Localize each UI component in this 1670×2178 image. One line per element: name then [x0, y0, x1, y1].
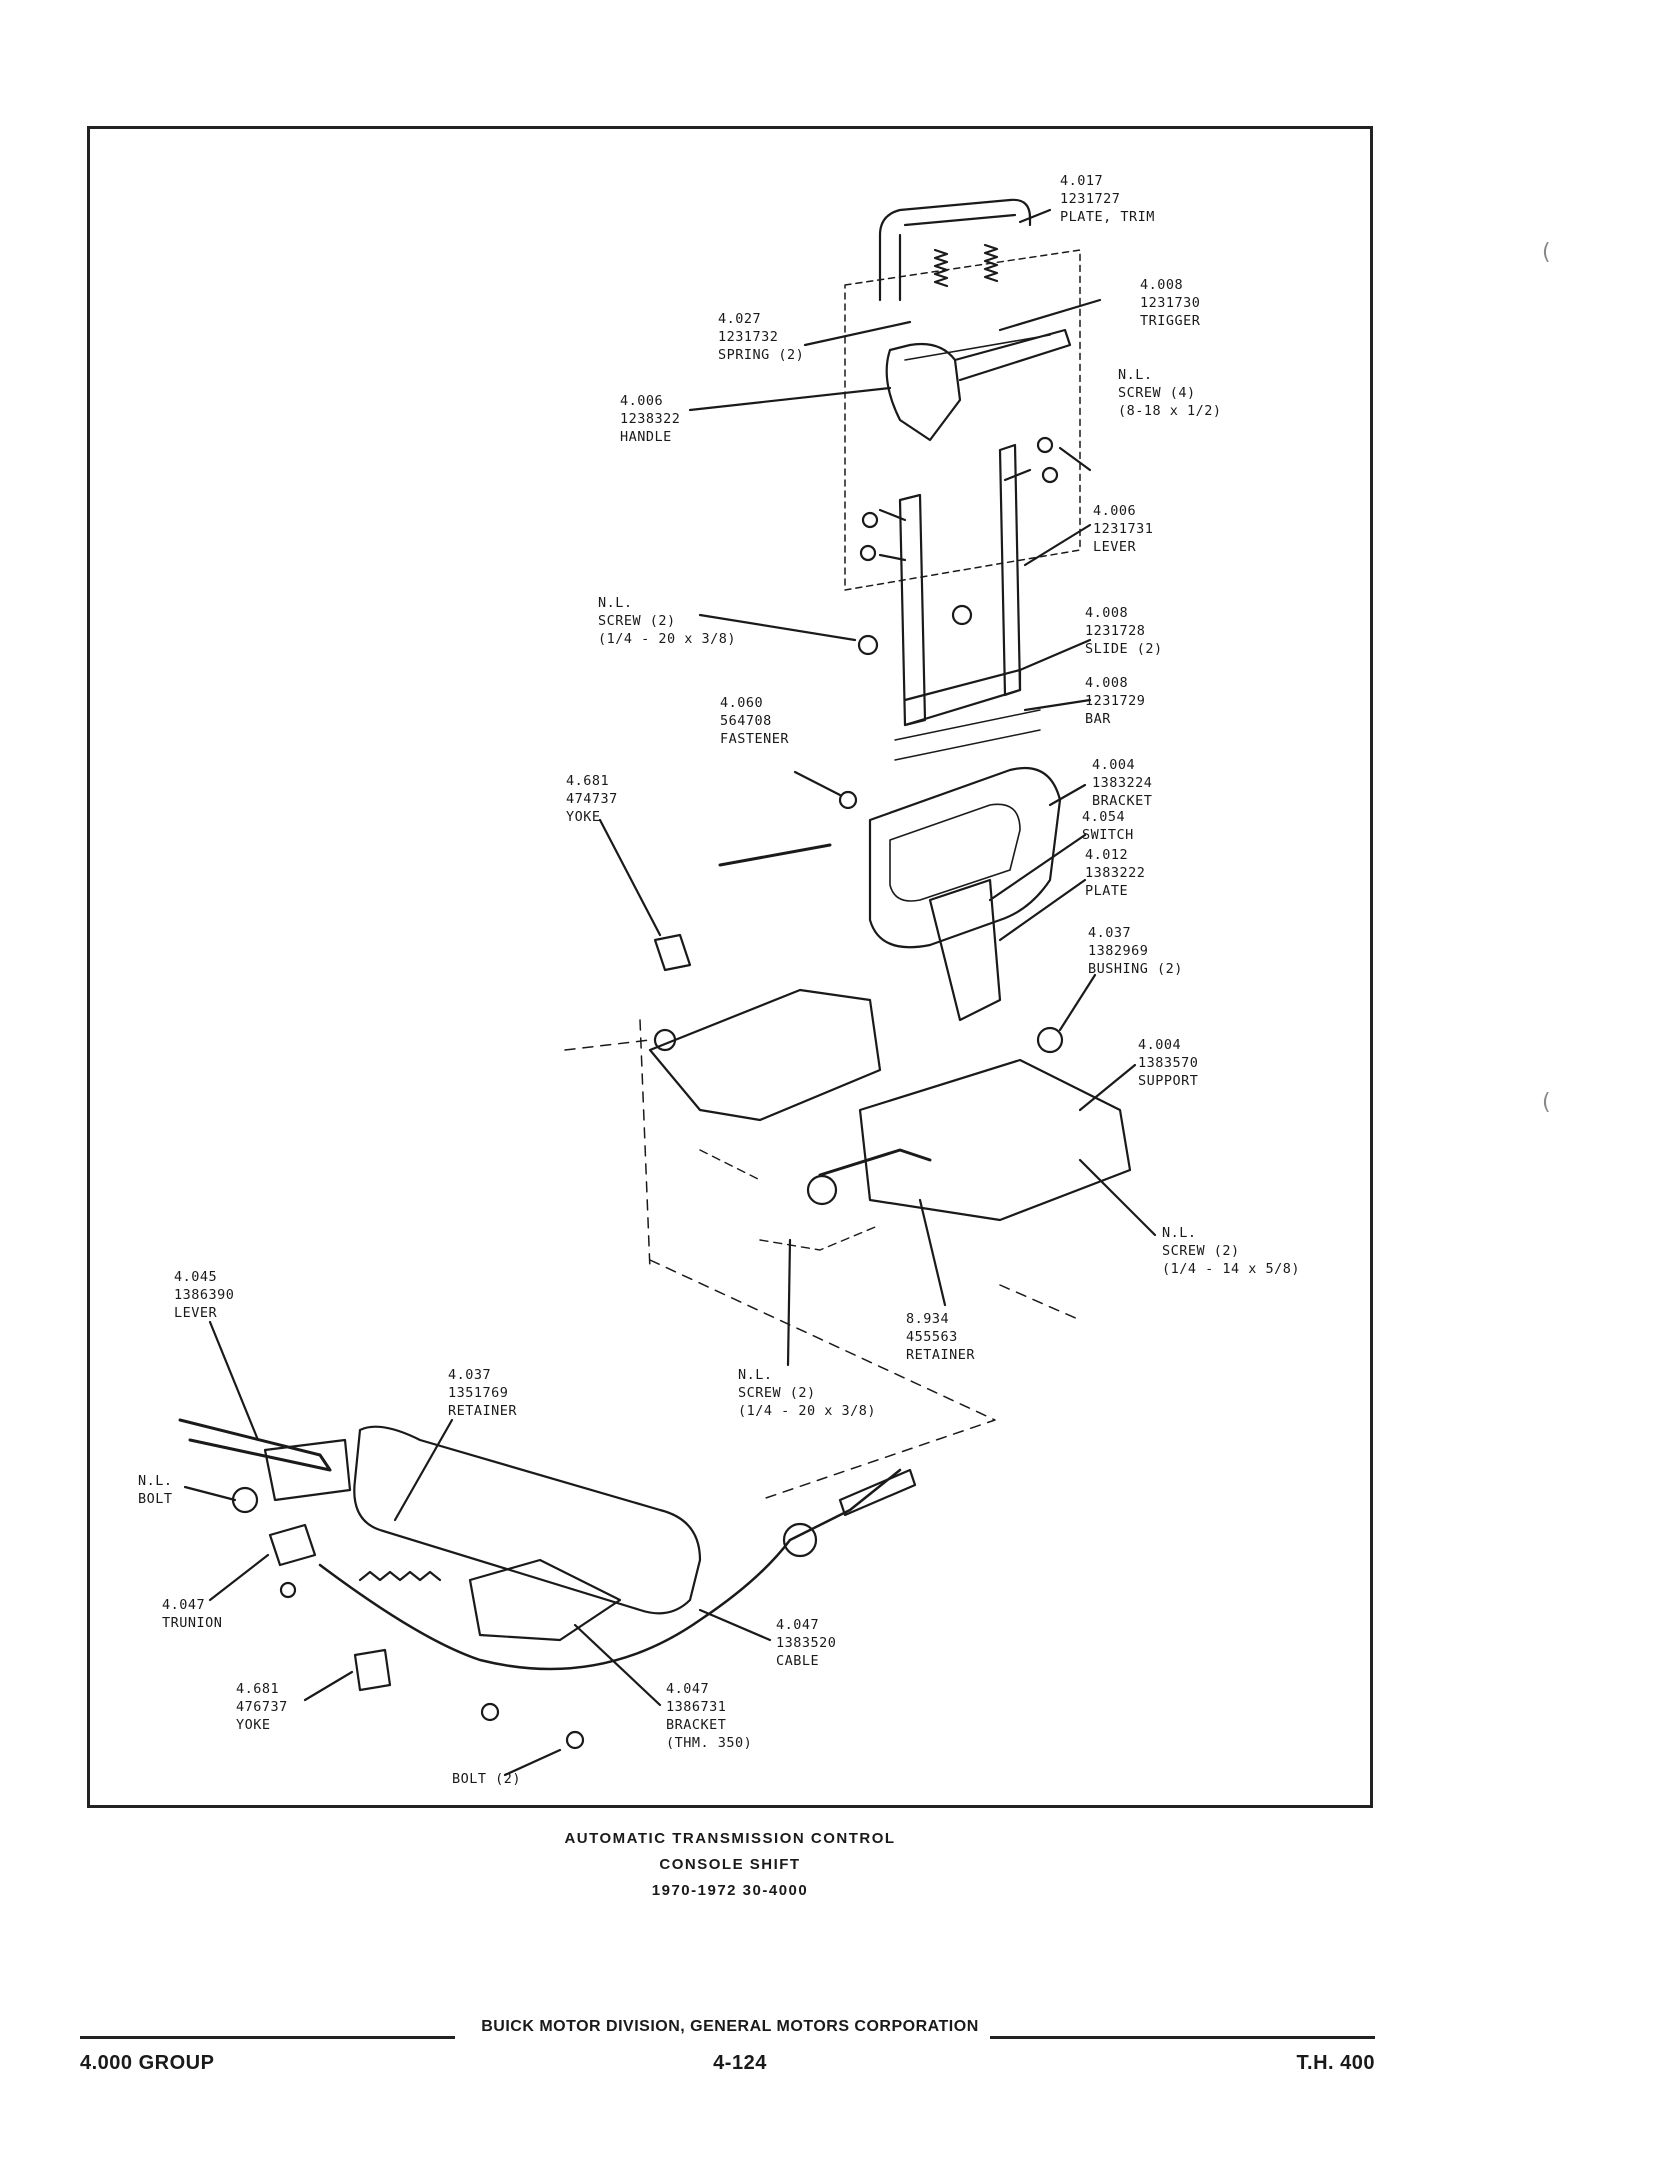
handle-shape: [885, 342, 962, 442]
callout-bolt-2: BOLT (2): [452, 1771, 522, 1787]
callout-screw-2-right: N.L.SCREW (2)(1/4 - 14 x 5/8): [1162, 1225, 1301, 1277]
trunion-block: [268, 1523, 317, 1567]
caption-line-3: 1970-1972 30-4000: [651, 1882, 809, 1899]
bracket-shape: [868, 766, 1062, 949]
spring-right: [983, 243, 999, 283]
footer-rule-right: [990, 2036, 1375, 2039]
yoke-upper-shape: [653, 933, 692, 972]
switch-plate: [928, 878, 1002, 1022]
spring-left: [933, 248, 949, 288]
lever-left-arm: [898, 493, 927, 727]
lower-lever-shaft: [178, 1418, 332, 1472]
footer-rule-left: [80, 2036, 455, 2039]
figure-caption: AUTOMATIC TRANSMISSION CONTROL CONSOLE S…: [420, 1826, 1040, 1904]
footer-group: 4.000 GROUP: [80, 2052, 215, 2074]
cable-line: [318, 1468, 902, 1671]
callout-screw-2-lower: N.L.SCREW (2)(1/4 - 20 x 3/8): [738, 1367, 877, 1419]
yoke-lower-shape: [353, 1648, 392, 1692]
lower-lever-plate: [263, 1438, 352, 1502]
footer-section: T.H. 400: [1296, 2052, 1375, 2074]
transmission-case-outline: [353, 1425, 702, 1615]
footer-publisher: BUICK MOTOR DIVISION, GENERAL MOTORS COR…: [481, 2018, 979, 2035]
callout-screw-2-upper: N.L.SCREW (2)(1/4 - 20 x 3/8): [598, 595, 737, 647]
caption-line-1: AUTOMATIC TRANSMISSION CONTROL: [564, 1830, 896, 1847]
diagram-frame: [87, 126, 1373, 1808]
cable-boot: [358, 1570, 442, 1582]
callout-screw-4: N.L.SCREW (4)(8-18 x 1/2): [1118, 367, 1222, 419]
caption-line-2: CONSOLE SHIFT: [659, 1856, 801, 1873]
trim-plate-shape: [878, 198, 1032, 302]
lower-bracket: [468, 1558, 622, 1642]
callout-bolt: N.L.BOLT: [138, 1473, 173, 1507]
support-left-flange: [648, 988, 882, 1122]
scan-mark: (: [1542, 1090, 1551, 1115]
scan-mark: (: [1542, 240, 1551, 265]
footer-page-number: 4-124: [713, 2052, 767, 2074]
lever-right-arm: [998, 443, 1022, 697]
support-shape: [858, 1058, 1132, 1222]
alignment-box: [844, 249, 1081, 591]
